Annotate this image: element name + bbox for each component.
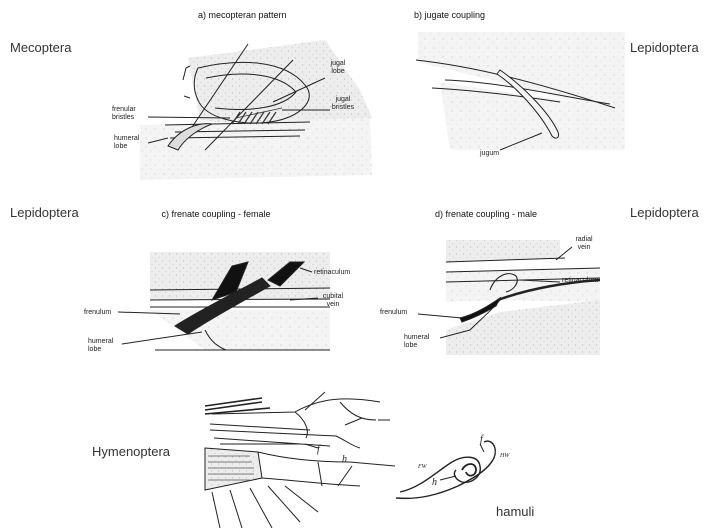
hym-hamuli-hook: [462, 464, 476, 476]
order-label-hymenoptera: Hymenoptera: [92, 444, 170, 459]
hym-label-hamuli: hamuli: [496, 504, 534, 519]
hym-hamuli-h-leader: [440, 476, 456, 480]
hym-hindwing-vein-b: [318, 462, 352, 486]
panel-a-forewing-shade: [188, 40, 372, 130]
hym-hindwing-vein-d: [212, 492, 220, 528]
panel-d-label-retinaculum: retinaculum: [562, 277, 598, 285]
panel-d-leader-frenulum: [418, 314, 462, 318]
hym-label-h: h: [342, 454, 347, 465]
panel-a-label-humeral-lobe: humeral lobe: [114, 135, 148, 151]
panel-a-title: a) mecopteran pattern: [198, 10, 287, 20]
panel-c-label-humeral-lobe: humeral lobe: [88, 338, 122, 354]
hymenoptera-wings: [205, 392, 495, 528]
panel-c-bottom-shade: [150, 310, 330, 350]
panel-c-label-cubital-vein: cubital vein: [318, 293, 348, 309]
hym-label-f: f: [317, 444, 320, 455]
panel-d-label-humeral-lobe: humeral lobe: [404, 334, 438, 350]
panel-c-label-frenulum: frenulum: [84, 309, 111, 317]
hym-hindwing-top-vein: [258, 452, 395, 466]
order-label-lepidoptera-mid-right: Lepidoptera: [630, 205, 699, 220]
hym-hamuli-label-h: h: [432, 477, 437, 488]
panel-b-title: b) jugate coupling: [414, 10, 485, 20]
panel-d-title: d) frenate coupling - male: [426, 209, 546, 220]
hym-hindwing-vein-c: [230, 486, 318, 528]
order-label-lepidoptera-mid-left: Lepidoptera: [10, 205, 79, 220]
panel-d-label-radial-vein: radial vein: [570, 236, 598, 252]
panel-b-drawing: [416, 32, 625, 150]
hym-hamuli-label-hw: HW: [500, 453, 509, 459]
hym-hamuli-f-leader: [480, 444, 484, 452]
panel-d-bottom-shade: [446, 300, 600, 355]
panel-d-label-frenulum: frenulum: [380, 309, 407, 317]
panel-a-bracket: [183, 66, 190, 98]
panel-d-drawing: [418, 240, 600, 355]
panel-a-label-jugal-bristles: jugal bristles: [326, 96, 360, 112]
hym-hamuli-label-f: f: [480, 434, 483, 445]
order-label-mecoptera: Mecoptera: [10, 40, 71, 55]
hym-forewing-lower-2: [214, 438, 330, 446]
hym-hamuli-label-fw: FW: [418, 464, 427, 470]
hym-hindwing-vein-a: [262, 478, 360, 486]
panel-b-label-jugum: jugum: [480, 150, 499, 158]
hym-hindwing-base: [205, 448, 262, 490]
order-label-lepidoptera-top: Lepidoptera: [630, 40, 699, 55]
panel-c-label-retinaculum: retinaculum: [314, 269, 350, 277]
panel-c-drawing: [118, 252, 330, 350]
panel-d-middle-shade: [446, 268, 600, 302]
hym-forewing-base: [205, 398, 270, 414]
hym-forewing-vein-c: [340, 402, 376, 420]
hym-forewing-vein-d: [345, 418, 362, 425]
panel-a-label-frenular-bristles: frenular bristles: [112, 106, 148, 122]
panel-c-title: c) frenate coupling - female: [146, 209, 286, 220]
panel-a-label-jugal-lobe: jugal lobe: [324, 60, 352, 76]
